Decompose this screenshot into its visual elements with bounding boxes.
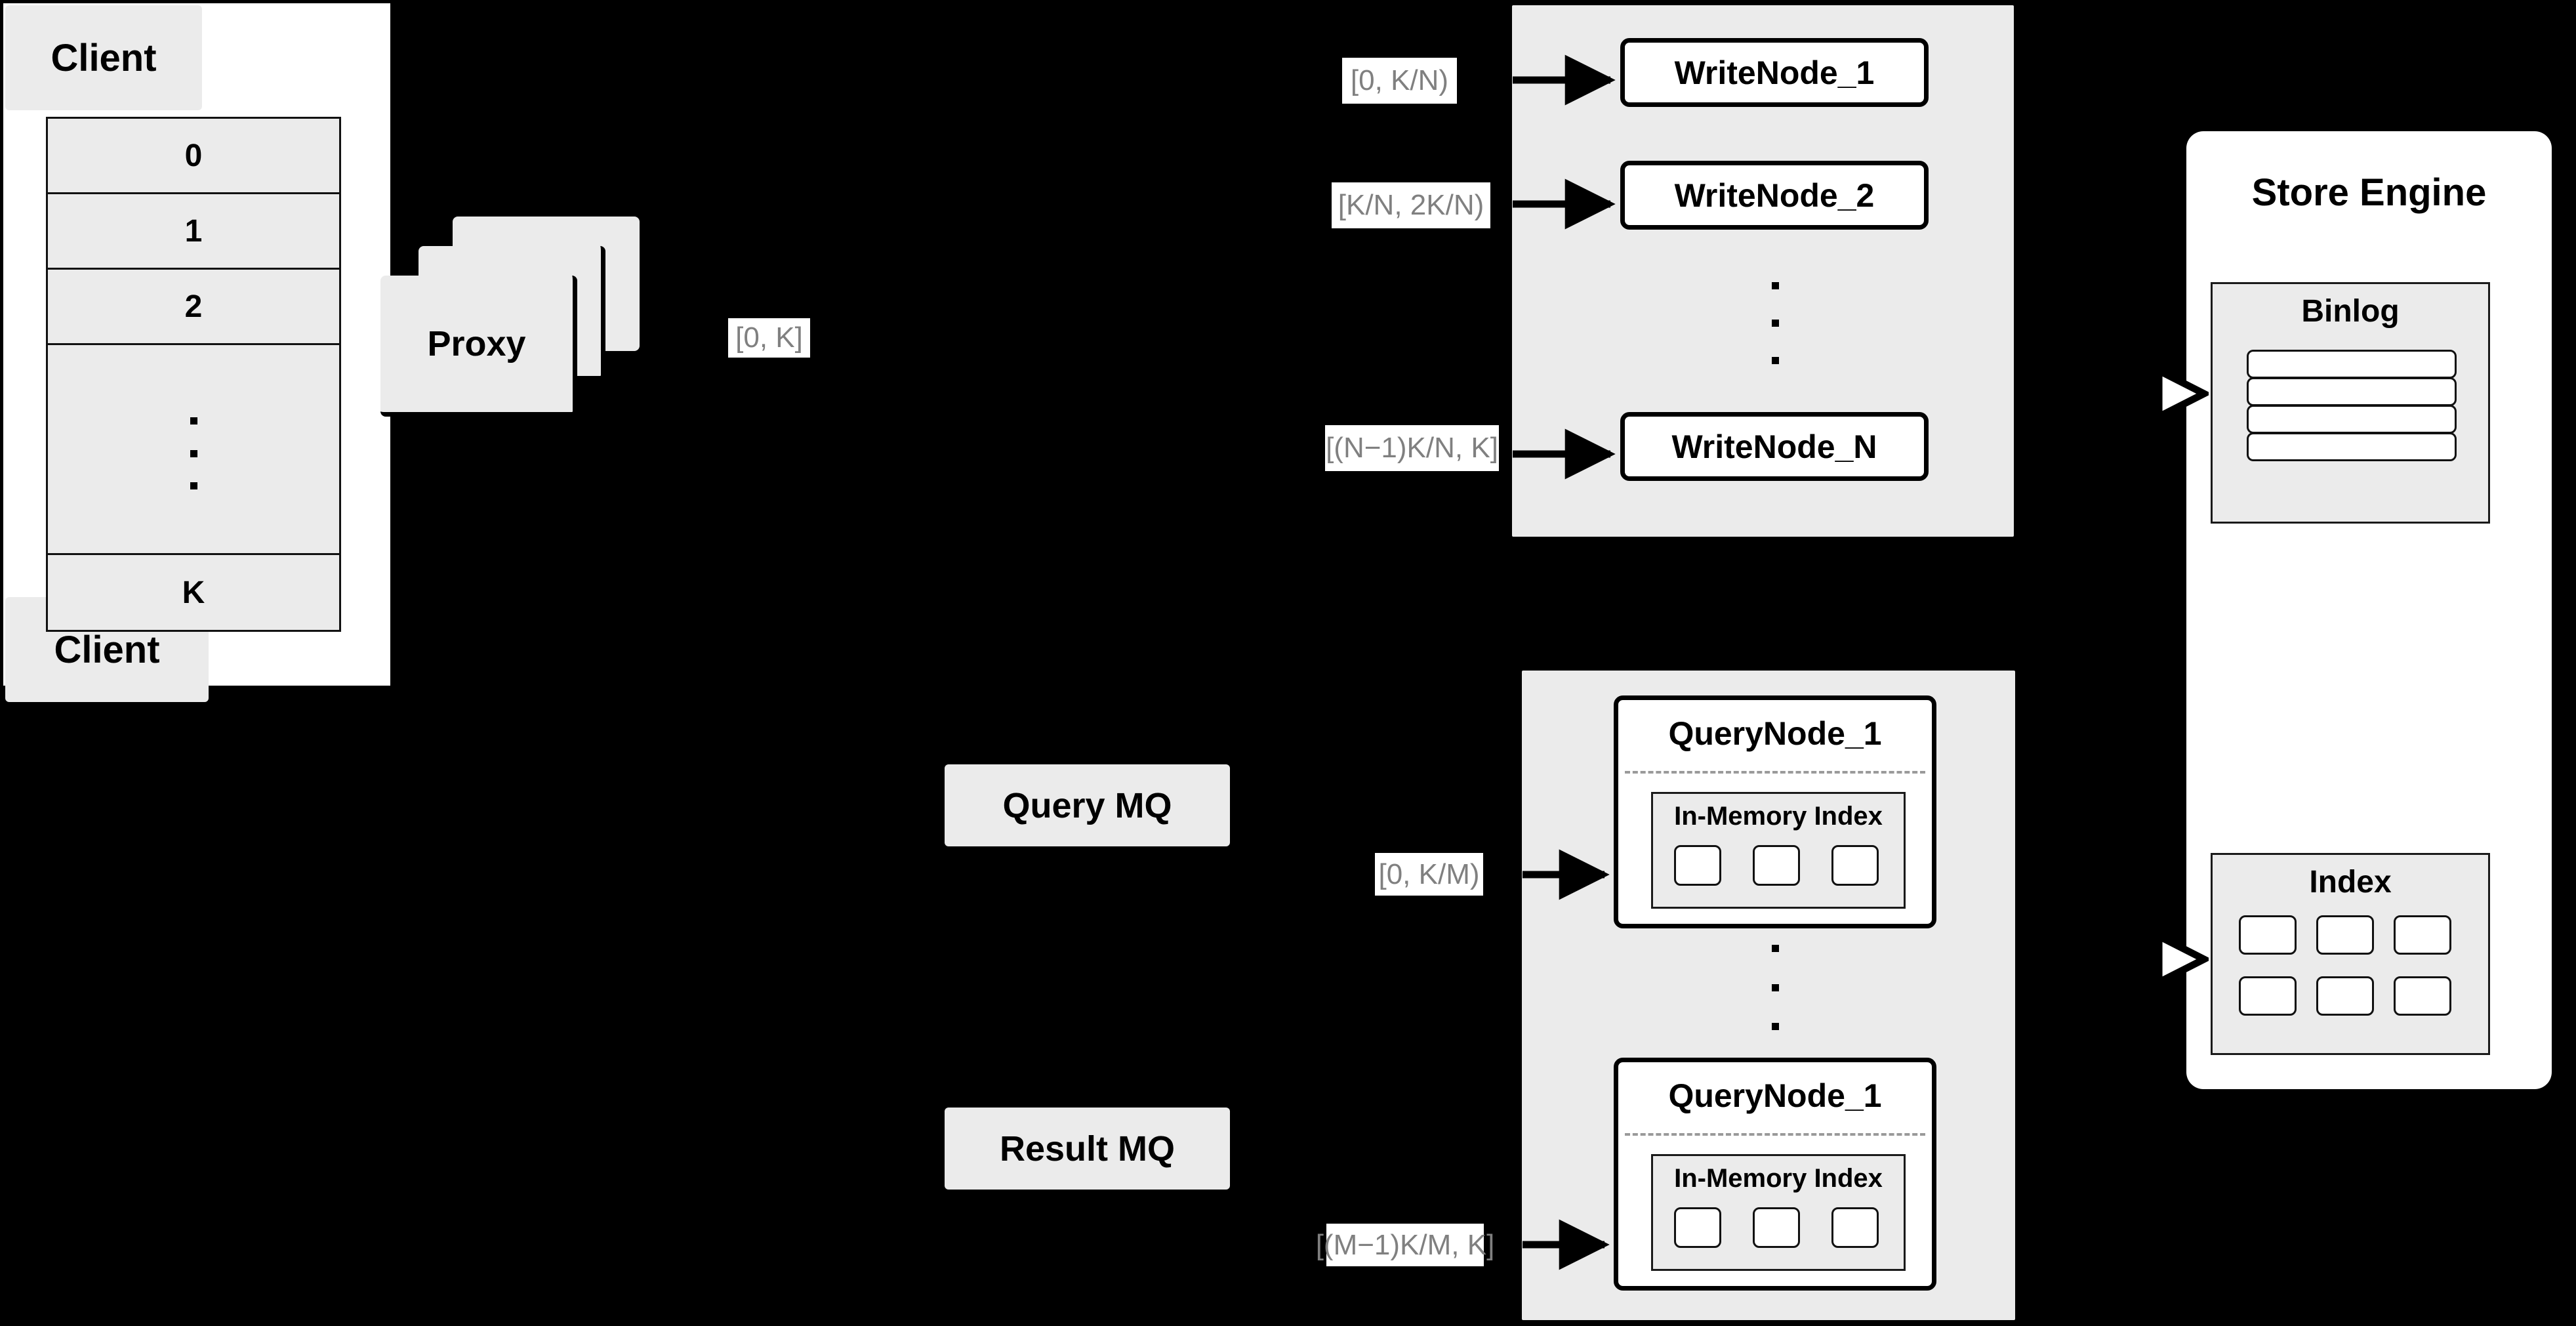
result-mq-box[interactable]: Result MQ [945,1108,1230,1190]
result-mq-label: Result MQ [999,1129,1176,1169]
write-node-n[interactable]: WriteNode_N [1620,412,1929,481]
query-node-2-title: QueryNode_1 [1668,1077,1882,1114]
query-node-2-index-slot-2 [1753,1207,1800,1248]
query-node-vertical-dots-icon [1771,945,1779,1030]
wal-cell-0: 0 [184,138,203,173]
edge-label-query-node-m-text: [(M−1)K/M, K] [1315,1228,1495,1261]
index-slot-r2c3 [2394,976,2451,1016]
query-node-2-index-slot-3 [1831,1207,1879,1248]
binlog-title: Binlog [2301,294,2400,329]
wal-title: WAL [1242,32,1334,77]
edge-label-query-node-m: [(M−1)K/M, K] [1316,1224,1494,1266]
wal-row-2: 2 [48,270,339,345]
edge-label-proxy-to-wal: [0, K] [728,318,810,358]
wal-cell-2: 2 [184,289,203,324]
proxy-label: Proxy [427,324,526,363]
edge-label-write-node-1: [0, K/N) [1342,58,1457,104]
binlog-row-4 [2247,432,2457,461]
binlog-row-1 [2247,350,2457,379]
write-node-2[interactable]: WriteNode_2 [1620,161,1929,230]
query-node-1-separator [1625,771,1925,774]
query-node-1-inmemory-index-title: In-Memory Index [1674,802,1883,831]
client-box-1[interactable]: Client [5,5,202,110]
write-node-vertical-dots-icon [1771,282,1779,364]
write-node-2-label: WriteNode_2 [1674,176,1875,214]
client-label-2: Client [54,628,160,671]
index-slot-r2c1 [2239,976,2297,1016]
edge-label-query-node-1: [0, K/M) [1375,853,1483,896]
index-slot-r2c2 [2316,976,2374,1016]
index-slot-r1c3 [2394,915,2451,955]
query-node-1-inmemory-index-panel: In-Memory Index [1651,792,1906,909]
query-node-1-index-slot-1 [1674,845,1721,886]
wal-row-ellipsis [48,345,339,555]
edge-label-query-node-1-text: [0, K/M) [1378,858,1480,890]
query-mq-label: Query MQ [1002,785,1172,825]
index-slot-r1c1 [2239,915,2297,955]
wal-row-k: K [48,555,339,631]
query-mq-box[interactable]: Query MQ [945,764,1230,846]
client-label-1: Client [51,36,157,79]
edge-label-write-node-n: [(N−1)K/N, K] [1325,425,1499,471]
proxy-stack[interactable]: Proxy [380,217,643,426]
query-node-2-inmemory-index-title: In-Memory Index [1674,1164,1883,1193]
write-node-n-label: WriteNode_N [1671,428,1877,465]
wal-vertical-dots-icon [190,417,197,489]
query-node-2[interactable]: QueryNode_1 In-Memory Index [1614,1058,1936,1291]
query-node-1[interactable]: QueryNode_1 In-Memory Index [1614,695,1936,928]
write-node-1-label: WriteNode_1 [1674,54,1875,91]
wal-cell-1: 1 [184,213,203,249]
wal-table: 0 1 2 K [46,117,341,632]
edge-label-write-node-n-text: [(N−1)K/N, K] [1326,432,1498,464]
index-panel: Index [2211,853,2490,1055]
proxy-card-front[interactable]: Proxy [380,276,577,417]
edge-label-write-node-2-text: [K/N, 2K/N) [1338,189,1484,221]
index-title: Index [2309,865,2392,900]
index-slot-r1c2 [2316,915,2374,955]
edge-label-write-node-2: [K/N, 2K/N) [1332,182,1490,228]
binlog-row-3 [2247,405,2457,434]
binlog-row-2 [2247,377,2457,406]
store-engine-title: Store Engine [2251,171,2487,214]
wal-cell-k: K [182,575,205,610]
wal-row-1: 1 [48,194,339,270]
query-node-2-index-slot-1 [1674,1207,1721,1248]
binlog-panel: Binlog [2211,282,2490,524]
write-node-1[interactable]: WriteNode_1 [1620,38,1929,107]
edge-label-write-node-1-text: [0, K/N) [1350,64,1449,96]
store-engine-panel: Store Engine Binlog Index [2186,131,2552,1089]
edge-label-proxy-to-wal-text: [0, K] [735,321,803,354]
query-node-2-separator [1625,1133,1925,1136]
client-box-2[interactable]: Client [5,597,209,702]
query-node-1-index-slot-2 [1753,845,1800,886]
query-node-1-index-slot-3 [1831,845,1879,886]
query-node-2-inmemory-index-panel: In-Memory Index [1651,1154,1906,1271]
wal-row-0: 0 [48,119,339,194]
wal-panel: WAL 0 1 2 K [0,0,1333,689]
query-node-1-title: QueryNode_1 [1668,715,1882,752]
